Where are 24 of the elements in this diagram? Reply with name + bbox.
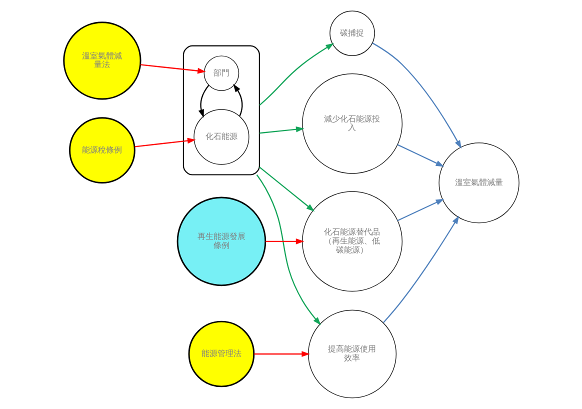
arrow xyxy=(232,84,242,116)
arrow xyxy=(265,238,304,244)
cluster xyxy=(182,45,260,176)
arrow xyxy=(258,43,334,106)
arrow xyxy=(140,64,206,74)
node-circle: 減少化石能源投入 xyxy=(302,73,402,174)
arrow xyxy=(198,84,209,118)
arrow xyxy=(258,166,314,212)
node-circle: 化石能源替代品（再生能源、低碳能源） xyxy=(302,191,402,292)
node-circle: 再生能源發展條例 xyxy=(176,196,266,286)
node-circle: 提高能源使用效率 xyxy=(307,310,396,398)
arrow xyxy=(382,216,459,324)
arrow xyxy=(134,138,196,148)
arrow xyxy=(396,144,444,167)
arrow xyxy=(396,198,444,222)
arrow xyxy=(258,126,304,134)
node-circle: 部門 xyxy=(203,56,239,91)
node-circle: 能源稅條例 xyxy=(68,117,135,184)
arrow xyxy=(372,42,461,149)
arrow xyxy=(254,351,310,357)
node-circle: 能源管理法 xyxy=(188,320,254,388)
node-circle: 溫室氣體減量法 xyxy=(62,22,141,100)
arrow xyxy=(256,174,320,326)
node-circle: 碳捕捉 xyxy=(329,10,374,56)
